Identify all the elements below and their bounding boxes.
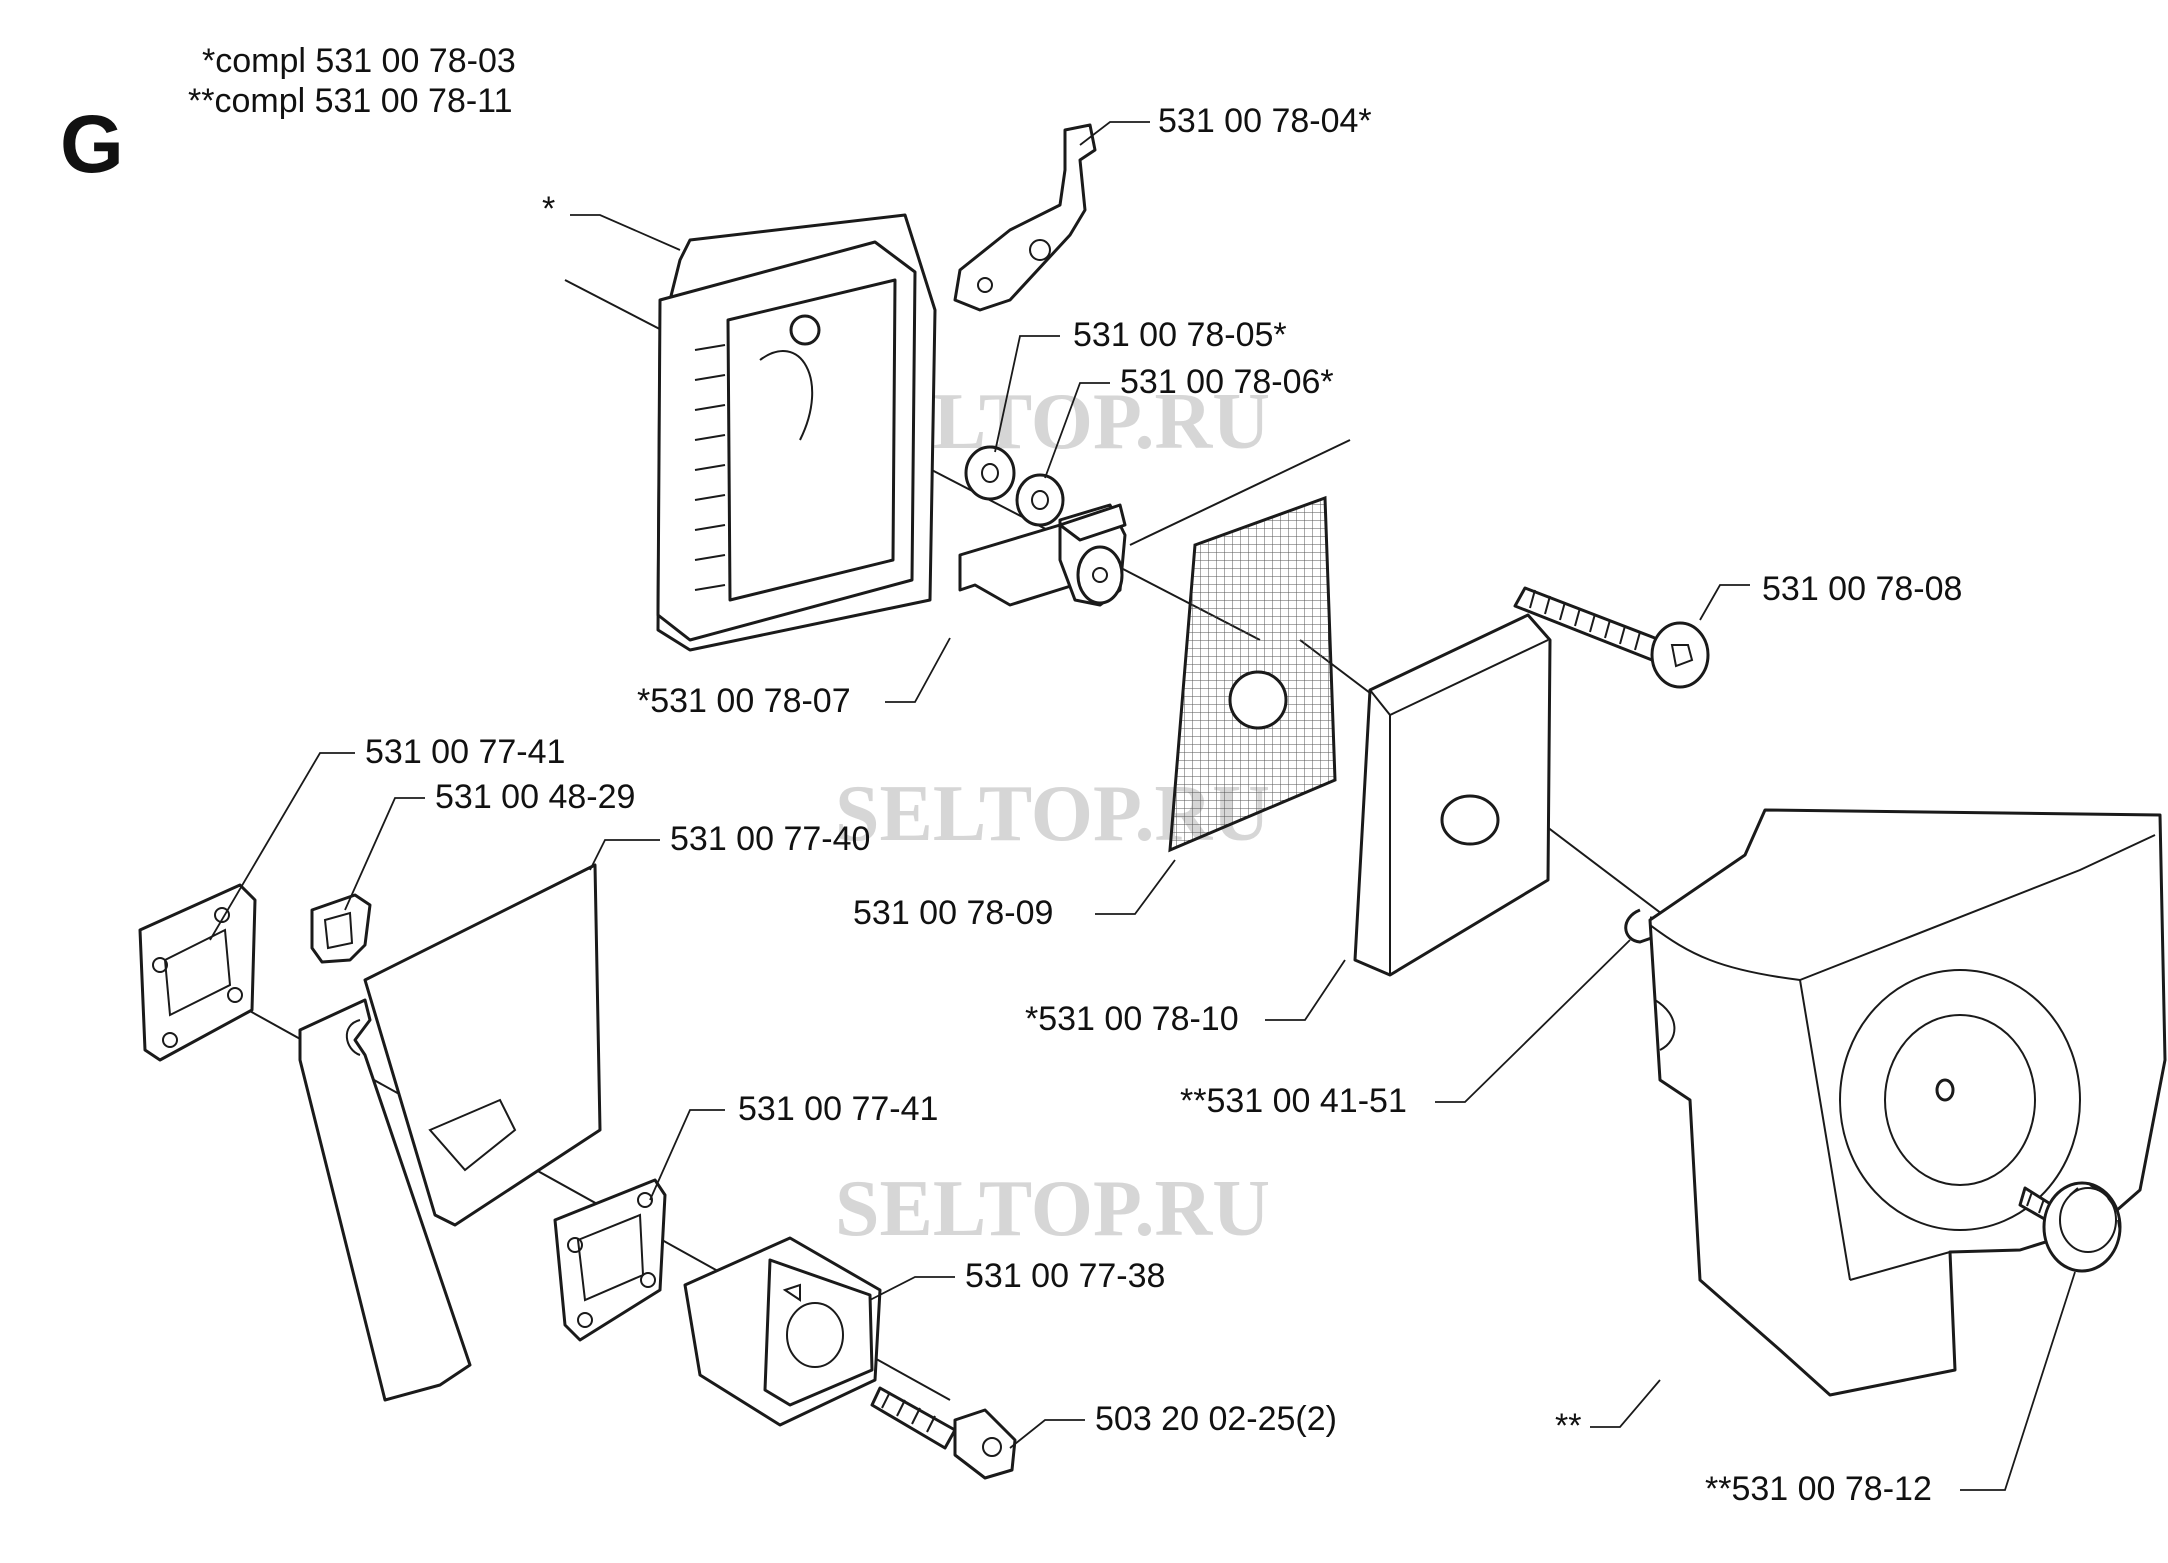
note-compl-single-star: *compl 531 00 78-03 xyxy=(202,42,516,80)
label-531-00-78-10: *531 00 78-10 xyxy=(1025,1000,1239,1038)
tab-4829 xyxy=(310,893,372,964)
washer-05 xyxy=(964,445,1016,501)
label-531-00-78-09: 531 00 78-09 xyxy=(853,894,1053,932)
screw-0225 xyxy=(870,1386,1017,1480)
label-cover-star: ** xyxy=(1555,1407,1581,1445)
label-531-00-77-38: 531 00 77-38 xyxy=(965,1257,1165,1295)
plate-7740 xyxy=(298,863,602,1402)
label-503-20-02-25: 503 20 02-25(2) xyxy=(1095,1400,1337,1438)
washer-06 xyxy=(1015,473,1065,527)
screw-08 xyxy=(1513,586,1710,689)
label-531-00-78-07: *531 00 78-07 xyxy=(637,682,851,720)
gasket-left xyxy=(138,883,257,1062)
bracket-hole-1 xyxy=(1029,239,1051,261)
gasket-middle xyxy=(553,1178,667,1342)
mesh-screen-09 xyxy=(1168,495,1337,853)
axis-screw-top xyxy=(1129,439,1351,546)
knob-12 xyxy=(2018,1181,2122,1273)
adapter-7738 xyxy=(683,1236,882,1427)
label-531-00-78-08: 531 00 78-08 xyxy=(1762,570,1962,608)
label-531-00-78-05: 531 00 78-05* xyxy=(1073,316,1287,354)
note-compl-double-star: **compl 531 00 78-11 xyxy=(188,82,512,120)
label-531-00-77-41-middle: 531 00 77-41 xyxy=(738,1090,938,1128)
washer-06-hole xyxy=(1031,490,1049,510)
air-filter-housing xyxy=(656,213,937,652)
leader-lines xyxy=(209,121,2076,1491)
bracket-plate xyxy=(953,123,1097,312)
label-531-00-41-51: **531 00 41-51 xyxy=(1180,1082,1407,1120)
filter-element-10 xyxy=(1353,613,1552,977)
air-filter-cover xyxy=(1648,808,2167,1397)
bracket-07 xyxy=(958,503,1127,607)
watermark-3: SELTOP.RU xyxy=(835,1165,1270,1253)
bracket-hole-2 xyxy=(977,277,993,293)
label-531-00-77-41-left: 531 00 77-41 xyxy=(365,733,565,771)
washer-05-hole xyxy=(981,463,999,483)
label-531-00-78-04: 531 00 78-04* xyxy=(1158,102,1372,140)
label-housing-star: * xyxy=(542,190,555,228)
label-531-00-78-12: **531 00 78-12 xyxy=(1705,1470,1932,1508)
section-letter: G xyxy=(60,99,124,190)
label-531-00-48-29: 531 00 48-29 xyxy=(435,778,635,816)
label-531-00-77-40: 531 00 77-40 xyxy=(670,820,870,858)
label-531-00-78-06: 531 00 78-06* xyxy=(1120,363,1334,401)
